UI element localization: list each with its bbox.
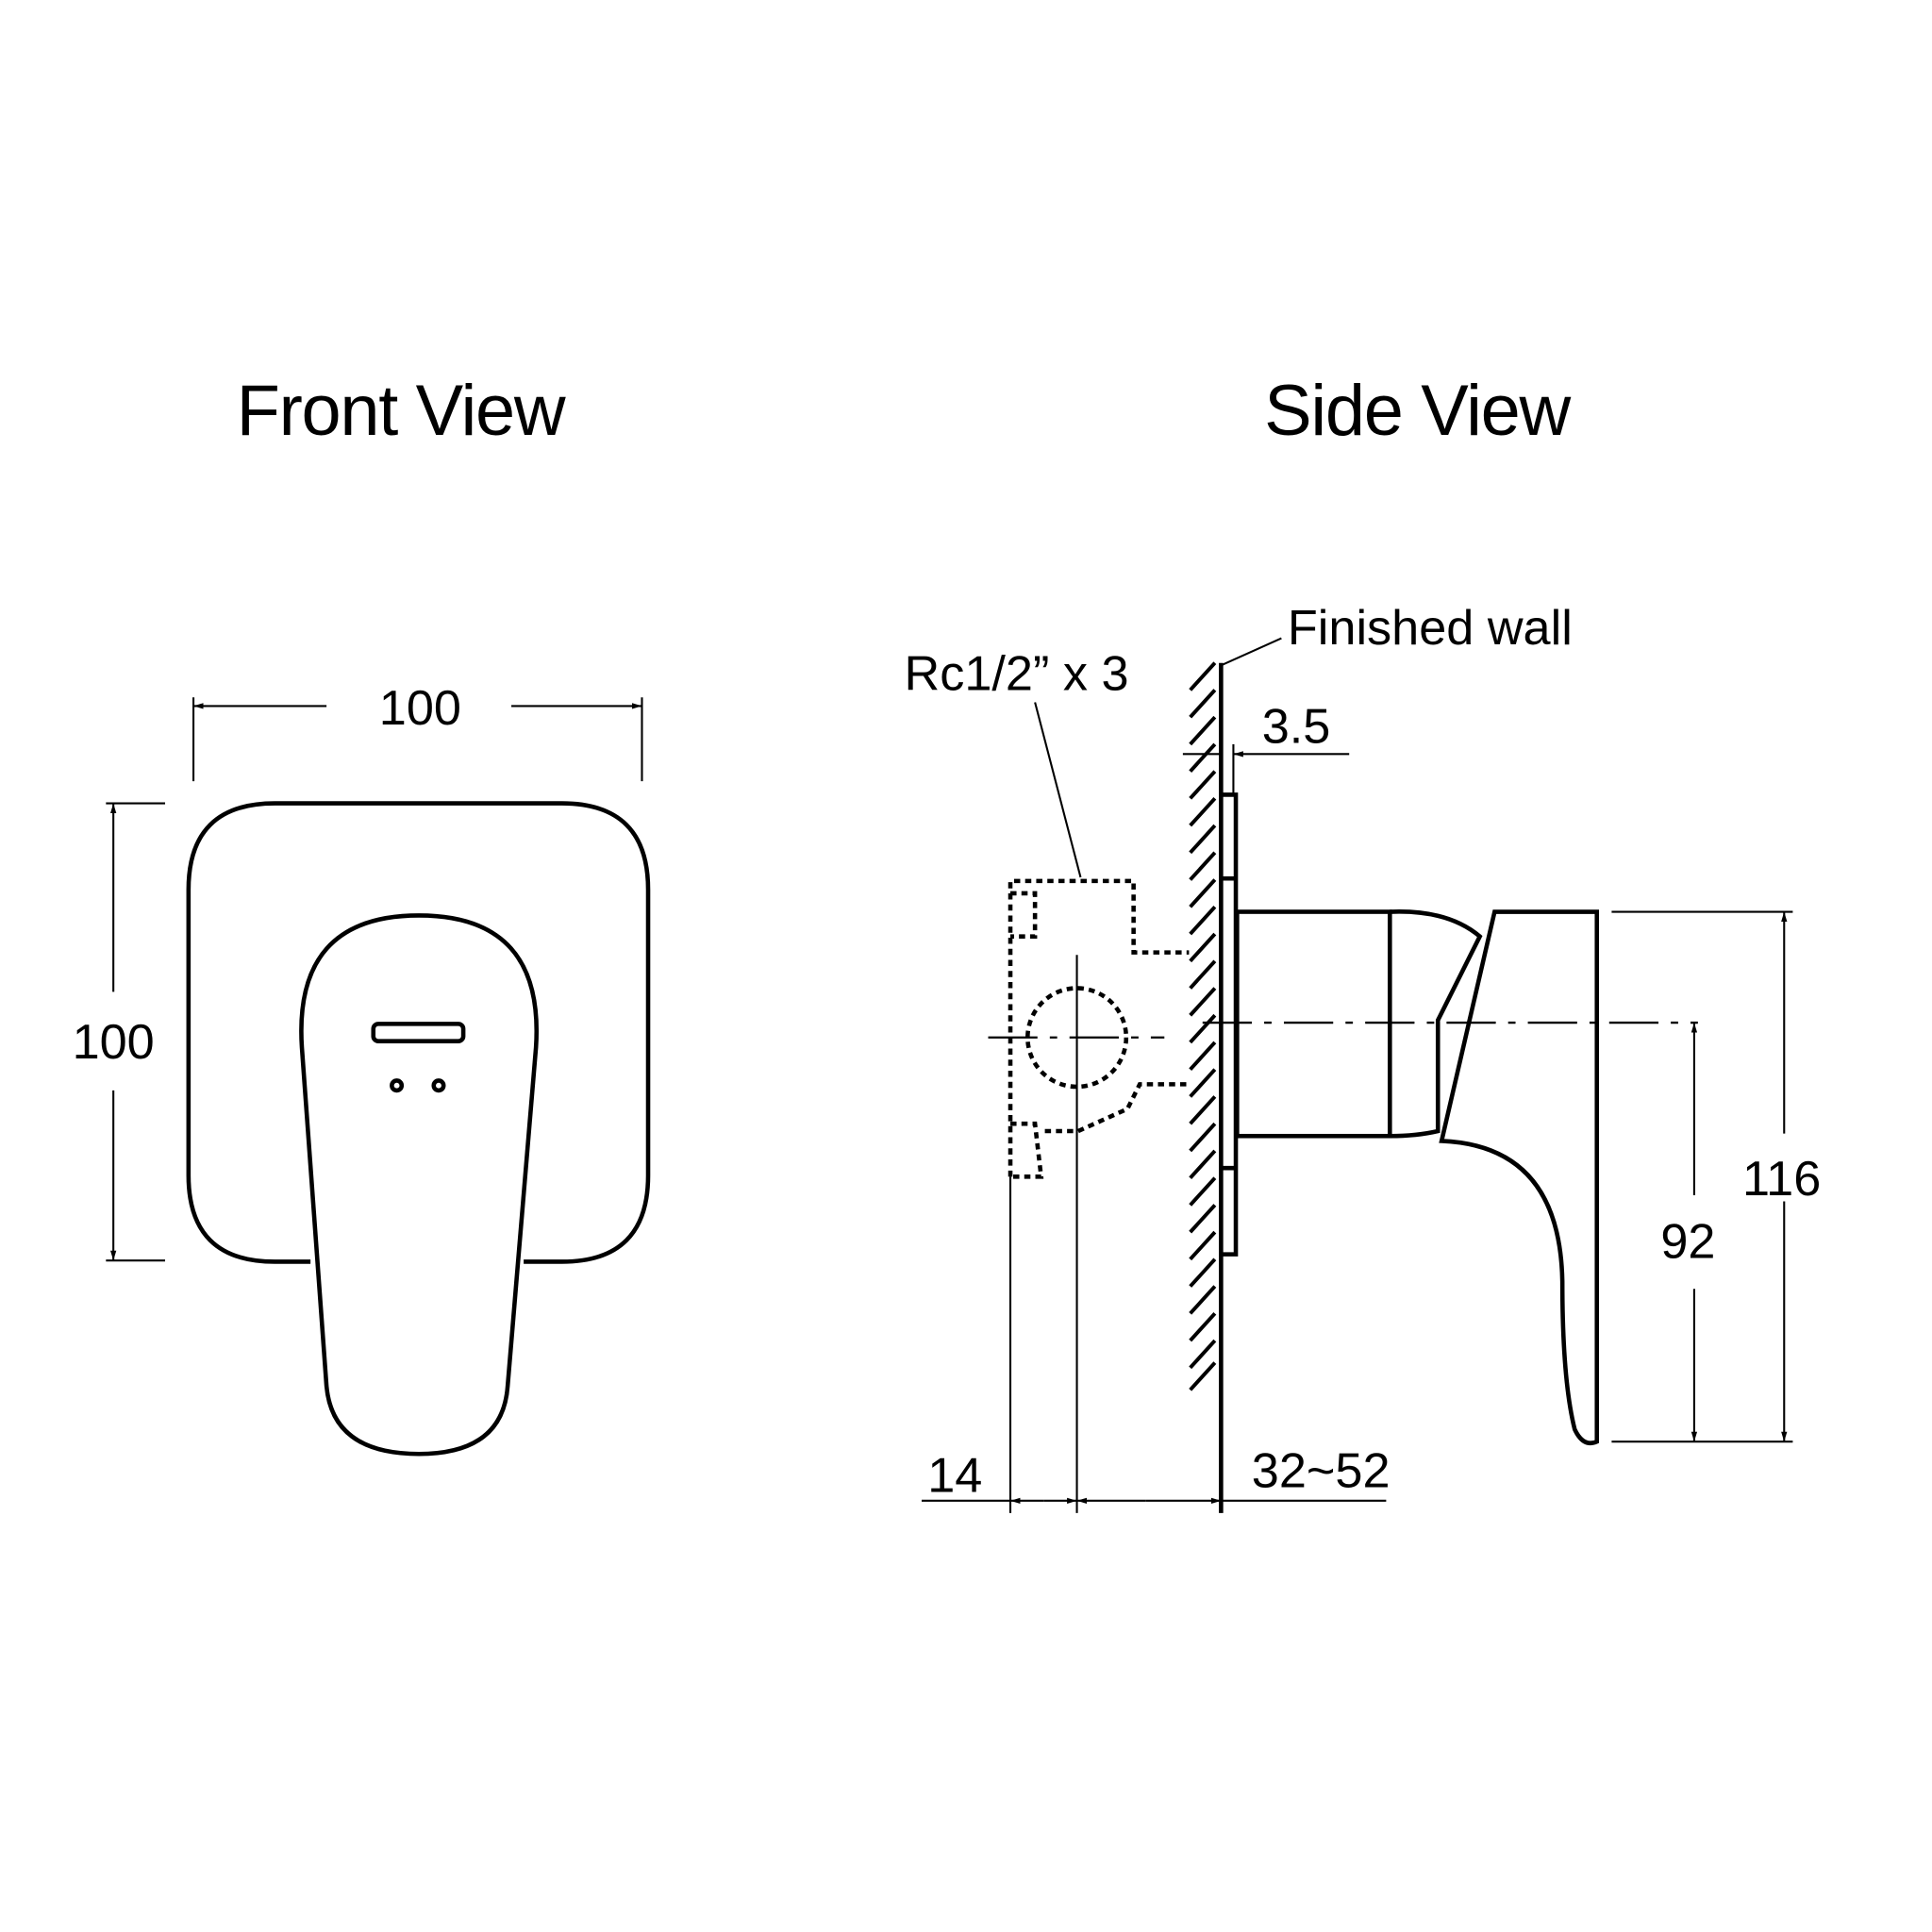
front-view: Front View 100 100 [73, 371, 651, 1457]
plate-thickness-label: 3.5 [1262, 700, 1331, 755]
front-view-title: Front View [237, 371, 566, 451]
side-view-title: Side View [1264, 371, 1571, 451]
concealed-valve-body: Rc1/2” x 3 [905, 646, 1190, 1513]
plate-thickness-dimension: 3.5 [1182, 700, 1350, 796]
width-dimension: 100 [192, 681, 643, 782]
screw-dot-right [431, 1078, 446, 1093]
depth-range-label: 32~52 [1252, 1443, 1391, 1498]
depth-dimensions: 14 32~52 [921, 1443, 1391, 1504]
center-height-dimension: 92 [1660, 1023, 1715, 1442]
indicator-slot [371, 1022, 466, 1043]
width-dim-label: 100 [379, 681, 461, 736]
cover-plate [186, 801, 651, 1264]
thread-label: Rc1/2” x 3 [905, 646, 1129, 701]
height-dimension: 100 [73, 802, 166, 1262]
total-height-label: 116 [1742, 1152, 1821, 1207]
depth-offset-label: 14 [927, 1449, 982, 1504]
finished-wall-label: Finished wall [1288, 601, 1573, 656]
total-height-dimension: 116 [1611, 910, 1821, 1443]
center-height-label: 92 [1660, 1215, 1715, 1270]
finished-wall: Finished wall [1189, 601, 1573, 1513]
side-view: Side View Finished wall 3.5 116 [905, 371, 1821, 1513]
side-lever [1439, 909, 1600, 1446]
mixer-body [1221, 792, 1600, 1446]
screw-dot-left [390, 1078, 405, 1093]
lever-handle [299, 913, 540, 1457]
height-dim-label: 100 [73, 1015, 155, 1070]
